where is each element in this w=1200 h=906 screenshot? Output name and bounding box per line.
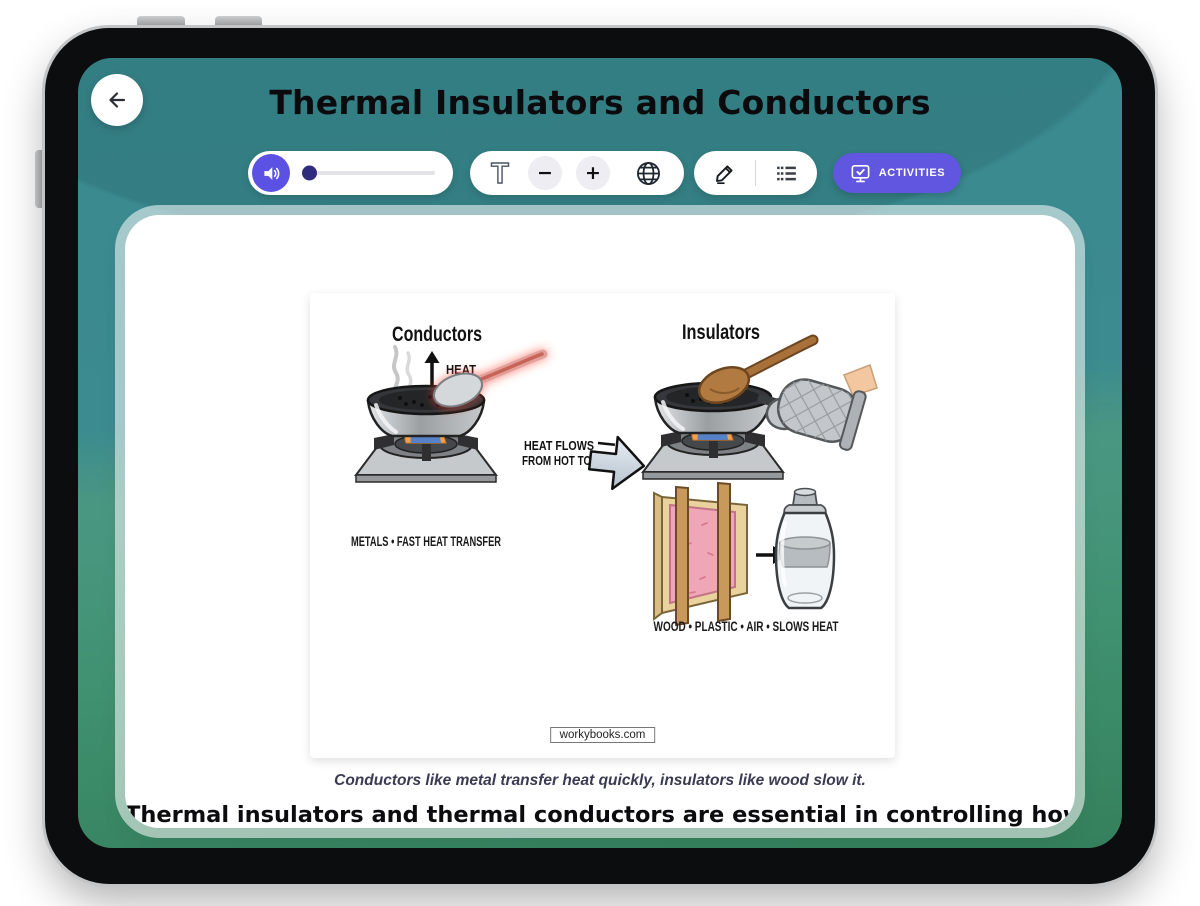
speaker-button[interactable] [252, 154, 290, 192]
arrow-left-icon [105, 88, 129, 112]
insulated-wall-illustration [653, 481, 748, 627]
content-card: Conductors HEAT [125, 215, 1075, 828]
thermos-illustration [774, 487, 836, 610]
annotation-tools [694, 151, 817, 195]
tablet-frame: Thermal Insulators and Conductors T − + [45, 28, 1155, 884]
hot-metal-spoon-illustration [432, 349, 548, 408]
page-title: Thermal Insulators and Conductors [269, 83, 931, 122]
conductors-caption: METALS • FAST HEAT TRANSFER [351, 534, 501, 549]
body-paragraph: Thermal insulators and thermal conductor… [125, 802, 1075, 828]
heat-flow-arrow-icon [587, 435, 646, 491]
insulators-caption: WOOD • PLASTIC • AIR • SLOWS HEAT [654, 619, 840, 634]
volume-button-top-1 [137, 16, 185, 30]
monitor-check-icon [849, 162, 872, 185]
worksheet-watermark: workybooks.com [549, 727, 656, 743]
oven-mitt-illustration [757, 364, 878, 451]
activities-label: ACTIVITIES [878, 167, 946, 179]
list-icon [774, 161, 799, 186]
globe-icon [635, 160, 662, 187]
audio-progress-slider[interactable] [302, 165, 435, 181]
decrease-font-button[interactable]: − [528, 156, 562, 190]
toolbar-divider [755, 160, 756, 186]
activities-button[interactable]: ACTIVITIES [833, 153, 961, 193]
side-button [35, 150, 47, 208]
audio-player [248, 151, 453, 195]
text-size-control: T − + [470, 151, 684, 195]
back-button[interactable] [91, 74, 143, 126]
heat-arrow-icon [424, 351, 440, 385]
increase-font-button[interactable]: + [576, 156, 610, 190]
thermal-diagram: Conductors HEAT [351, 321, 878, 634]
tablet-screen: Thermal Insulators and Conductors T − + [78, 58, 1122, 848]
worksheet-image: Conductors HEAT [310, 293, 895, 758]
language-globe-button[interactable] [629, 159, 668, 188]
list-button[interactable] [768, 160, 805, 187]
serif-t-icon: T [486, 157, 514, 189]
volume-button-top-2 [215, 16, 262, 30]
pencil-icon [712, 161, 737, 186]
conductor-stove-illustration [354, 384, 498, 484]
insulators-heading: Insulators [682, 321, 760, 344]
svg-text:T: T [491, 158, 509, 189]
slider-thumb[interactable] [302, 165, 317, 181]
image-caption: Conductors like metal transfer heat quic… [334, 772, 866, 789]
wooden-spoon-illustration [697, 334, 819, 404]
speaker-icon [262, 164, 281, 183]
pencil-button[interactable] [706, 160, 743, 187]
conductors-heading: Conductors [392, 323, 482, 346]
heat-flow-label-1: HEAT FLOWS [524, 438, 594, 453]
